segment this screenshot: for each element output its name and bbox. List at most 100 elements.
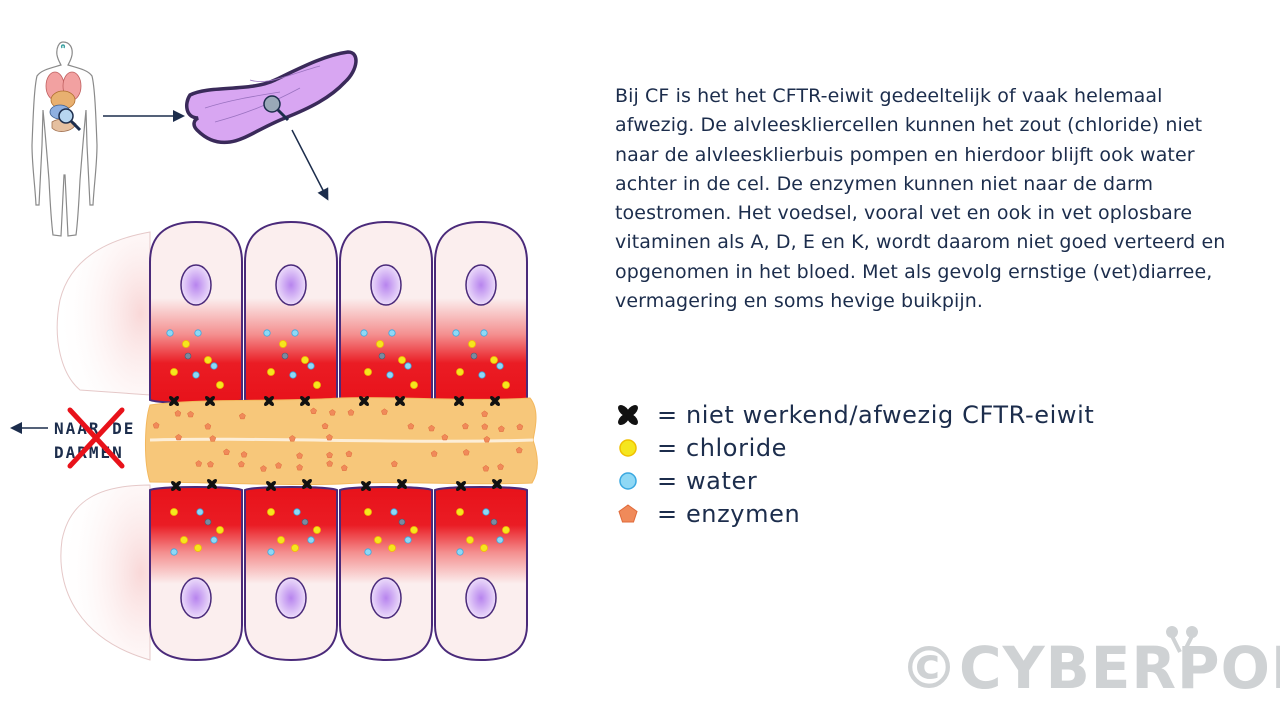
enzyme-pentagon [515, 446, 523, 454]
cftr-proteins [169, 396, 502, 491]
cftr-protein-icon [361, 481, 371, 491]
cell-layer [149, 220, 528, 662]
chloride-dot [313, 526, 321, 534]
water-dot [404, 536, 412, 544]
nucleus [180, 264, 212, 306]
chloride-dot [456, 508, 464, 516]
legend-item-cftr: = niet werkend/afwezig CFTR-eiwit [615, 398, 1094, 431]
chloride-dot [216, 526, 224, 534]
description-text: Bij CF is het het CFTR-eiwit gedeeltelij… [615, 85, 1226, 313]
enzyme-pentagon [260, 465, 267, 472]
cftr-protein-icon [169, 396, 179, 406]
legend-label: = chloride [657, 433, 788, 462]
water-dot [386, 371, 394, 379]
chloride-dot [502, 381, 510, 389]
nucleus [370, 577, 402, 619]
water-dot [196, 508, 204, 516]
enzyme-pentagon [209, 435, 217, 442]
chloride-dot-icon [619, 438, 637, 457]
chloride-dot [267, 508, 275, 516]
water-dot [452, 329, 460, 337]
chloride-dot [204, 356, 212, 364]
enzyme-pentagon [483, 435, 491, 443]
water-dot [210, 362, 218, 370]
enzyme-pentagon [239, 412, 246, 420]
enzyme-pentagon [381, 408, 388, 415]
watermark: ©CYBERPOLI [900, 622, 1280, 702]
enzyme-pentagon [341, 464, 348, 471]
legend: = niet werkend/afwezig CFTR-eiwit = chlo… [615, 398, 1094, 530]
side-tissue-bottom [60, 484, 151, 661]
enzyme-pentagon [296, 452, 303, 459]
enzyme-pentagon [326, 451, 333, 459]
water-dot [293, 508, 301, 516]
water-dot [388, 329, 396, 337]
chloride-dot [216, 381, 224, 389]
water-dot [166, 329, 174, 337]
enzyme-pentagon [347, 409, 355, 416]
enzyme-pentagon [275, 462, 282, 469]
water-dot [192, 371, 200, 379]
enzyme-pentagon [482, 464, 490, 472]
watermark-text: ©CYBERPOLI [900, 634, 1280, 702]
water-dot [360, 329, 368, 337]
water-dot [496, 362, 504, 370]
chloride-dot [267, 368, 275, 376]
enzyme-pentagon [326, 460, 333, 467]
particle-dot [470, 352, 478, 360]
cftr-protein-icon [264, 396, 274, 406]
pancreas-icon [184, 50, 358, 145]
acinar-cell-bottom [434, 486, 528, 662]
particle-dot [490, 518, 498, 526]
chloride-dot [456, 368, 464, 376]
water-dot [364, 548, 372, 556]
enzyme-pentagon [152, 421, 160, 429]
chloride-dot [376, 340, 384, 348]
legend-label: = enzymen [657, 499, 801, 528]
side-tissue-top [56, 231, 151, 396]
legend-item-water: = water [615, 464, 1094, 497]
cftr-protein-icon [171, 481, 181, 491]
water-dot [210, 536, 218, 544]
nucleus [275, 264, 307, 306]
particle-dot [184, 352, 192, 360]
enzyme-pentagon [321, 422, 329, 429]
enzyme-pentagon [175, 433, 182, 441]
cftr-protein-icon [302, 479, 312, 489]
cftr-protein-icon [456, 481, 466, 491]
water-dot [456, 548, 464, 556]
chloride-dot [466, 536, 474, 544]
enzyme-pentagon [240, 451, 248, 458]
chloride-dot [490, 356, 498, 364]
enzyme-pentagon [345, 450, 353, 457]
chloride-dot [388, 544, 396, 552]
chloride-dot [364, 508, 372, 516]
legend-item-enzymes: = enzymen [615, 497, 1094, 530]
enzyme-pentagon [289, 435, 296, 442]
nucleus [275, 577, 307, 619]
chloride-dot [291, 544, 299, 552]
water-dot [170, 548, 178, 556]
acinar-cell-bottom [149, 486, 243, 662]
nucleus [370, 264, 402, 306]
enzyme-pentagon [207, 460, 214, 468]
chloride-dot [182, 340, 190, 348]
particle-dot [204, 518, 212, 526]
enzyme-pentagon [462, 448, 470, 456]
particle-dot [281, 352, 289, 360]
enzyme-pentagon [441, 433, 449, 441]
chloride-dot [279, 340, 287, 348]
enzyme-pentagon-icon [618, 503, 638, 522]
enzyme-pentagon [516, 423, 524, 430]
enzyme-pentagon [204, 422, 212, 430]
cftr-protein-icon [492, 479, 502, 489]
particle-dot [398, 518, 406, 526]
enzyme-pentagon [391, 460, 398, 467]
particle-dot [378, 352, 386, 360]
chloride-dot [502, 526, 510, 534]
chloride-dot [468, 340, 476, 348]
cftr-protein-icon [300, 396, 310, 406]
enzyme-pentagon [430, 450, 438, 457]
chloride-dot [180, 536, 188, 544]
legend-label: = water [657, 466, 758, 495]
